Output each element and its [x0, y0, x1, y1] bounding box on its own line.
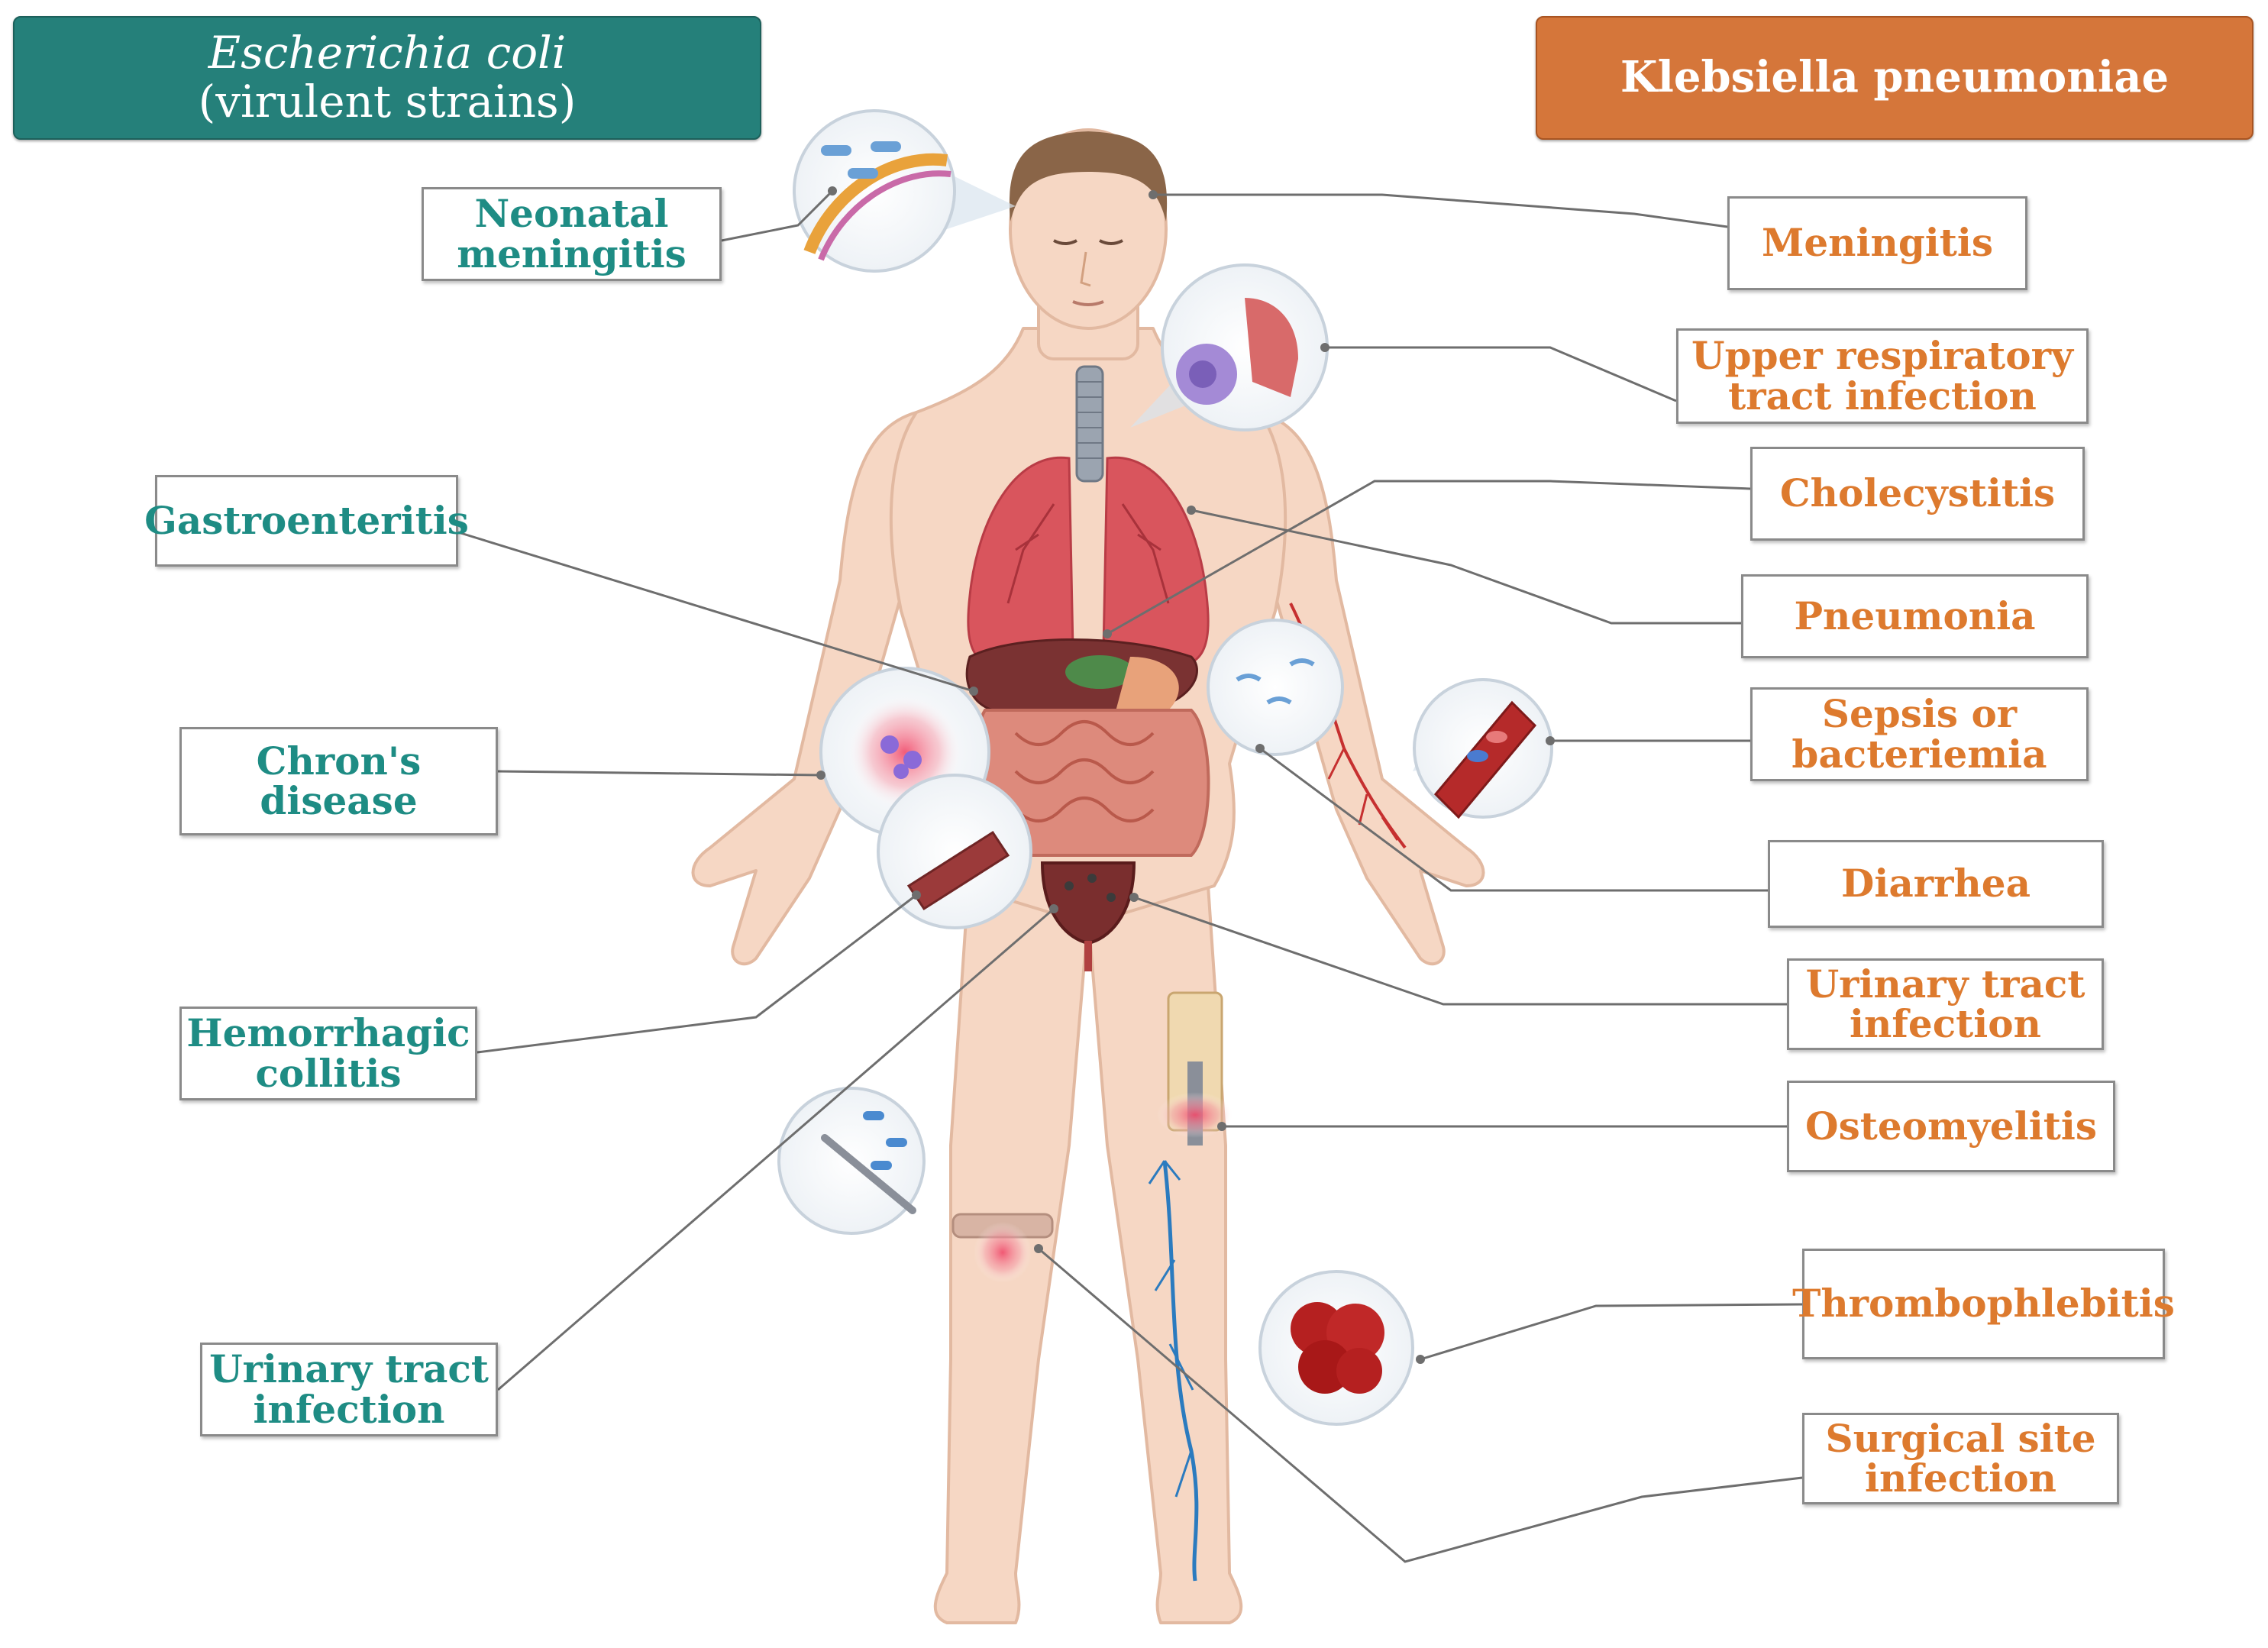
trachea-icon: [1075, 365, 1104, 483]
knee-band-icon: [951, 1213, 1054, 1283]
label-line: Neonatal: [474, 191, 669, 236]
label-line: Surgical site: [1825, 1415, 2096, 1461]
connector-dots: [816, 186, 1555, 1364]
label-line: Gastroenteritis: [144, 497, 469, 543]
label-line: infection: [253, 1386, 445, 1432]
left-arm: [691, 411, 918, 966]
connector-lines: [457, 189, 1803, 1563]
label-line: collitis: [255, 1050, 402, 1096]
label-sepsis-or-bacteriemia: Sepsis or bacteriemia: [1750, 687, 2089, 781]
label-line: tract infection: [1728, 373, 2037, 418]
surgical-wound-zoom-icon: [777, 1087, 926, 1235]
label-diarrhea: Diarrhea: [1768, 840, 2104, 928]
ecoli-header: Escherichia coli (virulent strains): [13, 16, 761, 140]
right-leg: [1087, 861, 1243, 1624]
label-line: Hemorrhagic: [186, 1010, 470, 1055]
label-neonatal-meningitis: Neonatal meningitis: [422, 187, 722, 281]
colon-zoom-icon: [877, 774, 1032, 929]
respiratory-zoom-icon: [1130, 263, 1329, 431]
meninges-zoom-icon: [793, 109, 1016, 273]
head: [1009, 128, 1168, 330]
blood-vessel-icon: [1413, 678, 1553, 819]
label-cholecystitis: Cholecystitis: [1750, 447, 2085, 541]
label-line: Thrombophlebitis: [1792, 1281, 2175, 1326]
label-line: infection: [1865, 1456, 2056, 1501]
right-arm: [1258, 411, 1485, 966]
intestine-icon: [973, 709, 1210, 857]
label-thrombophlebitis: Thrombophlebitis: [1792, 1249, 2175, 1359]
label-line: Cholecystitis: [1779, 470, 2056, 516]
label-line: Upper respiratory: [1691, 333, 2073, 378]
label-line: Urinary tract: [209, 1346, 489, 1391]
label-line: Urinary tract: [1805, 961, 2085, 1007]
label-klebsiella-urinary-tract-infection: Urinary tract infection: [1787, 958, 2104, 1050]
label-line: Sepsis or: [1821, 691, 2018, 736]
ecoli-header-subtitle: (virulent strains): [198, 76, 577, 128]
label-line: Pneumonia: [1794, 593, 2036, 638]
blood-clot-icon: [1258, 1270, 1414, 1426]
label-surgical-site-infection: Surgical site infection: [1802, 1413, 2119, 1504]
label-meningitis: Meningitis: [1727, 196, 2027, 290]
label-line: Chron's disease: [256, 738, 422, 823]
klebsiella-header: Klebsiella pneumoniae: [1536, 16, 2253, 140]
liver-icon: [965, 638, 1198, 714]
label-osteomyelitis: Osteomyelitis: [1787, 1081, 2115, 1172]
klebsiella-header-title: Klebsiella pneumoniae: [1620, 52, 2169, 103]
label-line: Diarrhea: [1841, 861, 2031, 906]
label-line: infection: [1850, 1001, 2041, 1046]
hair: [1009, 131, 1168, 221]
bladder-icon: [1040, 861, 1136, 971]
label-line: bacteriemia: [1791, 731, 2047, 777]
label-pneumonia: Pneumonia: [1741, 574, 2089, 658]
label-chrons-disease: Chron's disease: [179, 727, 498, 835]
bone-implant-icon: [1157, 991, 1233, 1146]
label-gastroenteritis: Gastroenteritis: [144, 475, 469, 567]
scalpel-icon: [821, 1134, 916, 1214]
label-line: Osteomyelitis: [1805, 1103, 2097, 1149]
label-upper-respiratory-tract-infection: Upper respiratory tract infection: [1676, 328, 2089, 424]
label-ecoli-urinary-tract-infection: Urinary tract infection: [200, 1343, 498, 1436]
label-line: meningitis: [457, 231, 687, 276]
label-line: Meningitis: [1761, 220, 1994, 266]
ecoli-header-title: Escherichia coli: [208, 27, 567, 79]
leg-vein-icon: [1148, 1160, 1199, 1582]
label-hemorrhagic-collitis: Hemorrhagic collitis: [179, 1007, 477, 1100]
